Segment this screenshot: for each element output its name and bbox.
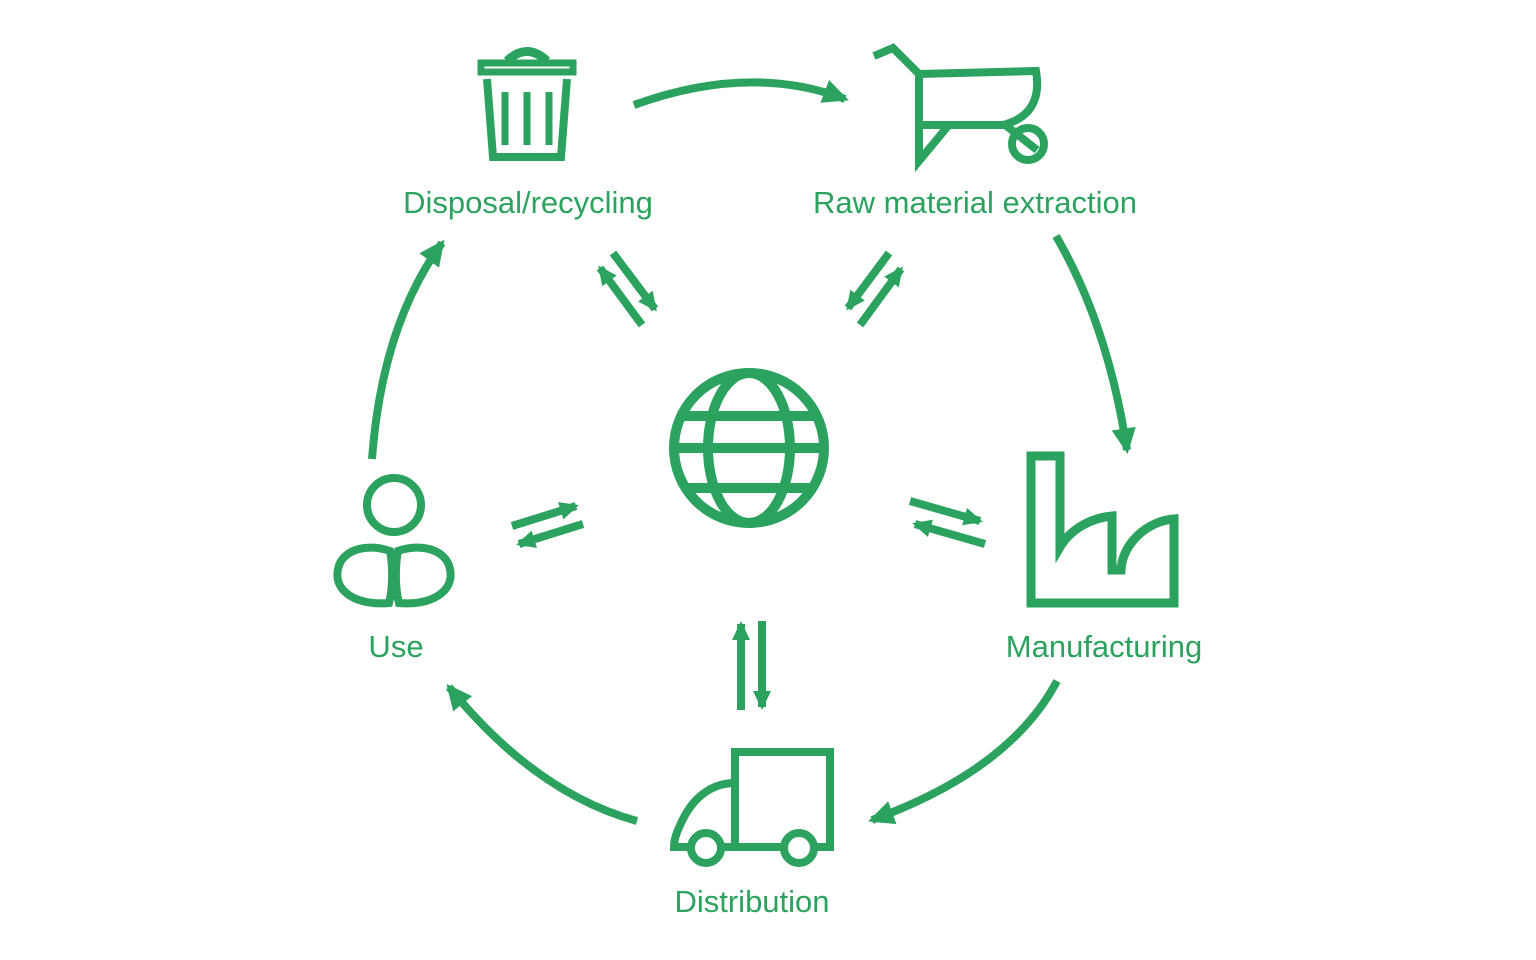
arrow-disposal-to-extraction: [632, 78, 849, 109]
globe-icon: [669, 368, 829, 528]
person-icon: [333, 474, 455, 608]
trash-icon: [477, 47, 577, 161]
arrow-to-use: [516, 520, 585, 548]
arrow-use-to-disposal: [368, 239, 446, 460]
stage-label-use: Use: [368, 629, 424, 664]
arrow-to-center: [609, 250, 659, 312]
exchange-manufacturing-center: [908, 497, 987, 548]
arrow-to-center: [912, 519, 987, 548]
exchange-disposal-center: [596, 250, 659, 328]
wheelbarrow-icon: [872, 43, 1048, 173]
arrow-to-extraction: [856, 266, 905, 328]
exchange-distribution-center: [732, 621, 771, 710]
arrow-to-manufacturing: [908, 497, 983, 526]
stage-label-distribution: Distribution: [674, 884, 830, 919]
truck-icon: [669, 748, 834, 867]
arrow-to-center: [510, 502, 579, 530]
cycle-arrows: [368, 78, 1136, 825]
arrow-manufacturing-to-distribution: [868, 679, 1061, 825]
arrow-extraction-to-manufacturing: [1052, 233, 1136, 455]
arrow-to-disposal: [596, 265, 646, 328]
exchange-arrows: [510, 250, 987, 710]
stage-label-raw-material-extraction: Raw material extraction: [813, 185, 1137, 220]
exchange-extraction-center: [844, 250, 905, 328]
arrow-to-center: [844, 250, 893, 311]
exchange-use-center: [510, 502, 585, 548]
factory-icon: [1026, 451, 1179, 608]
stage-label-disposal: Disposal/recycling: [403, 185, 653, 220]
stage-label-manufacturing: Manufacturing: [1005, 629, 1203, 664]
arrow-distribution-to-use: [445, 683, 639, 825]
